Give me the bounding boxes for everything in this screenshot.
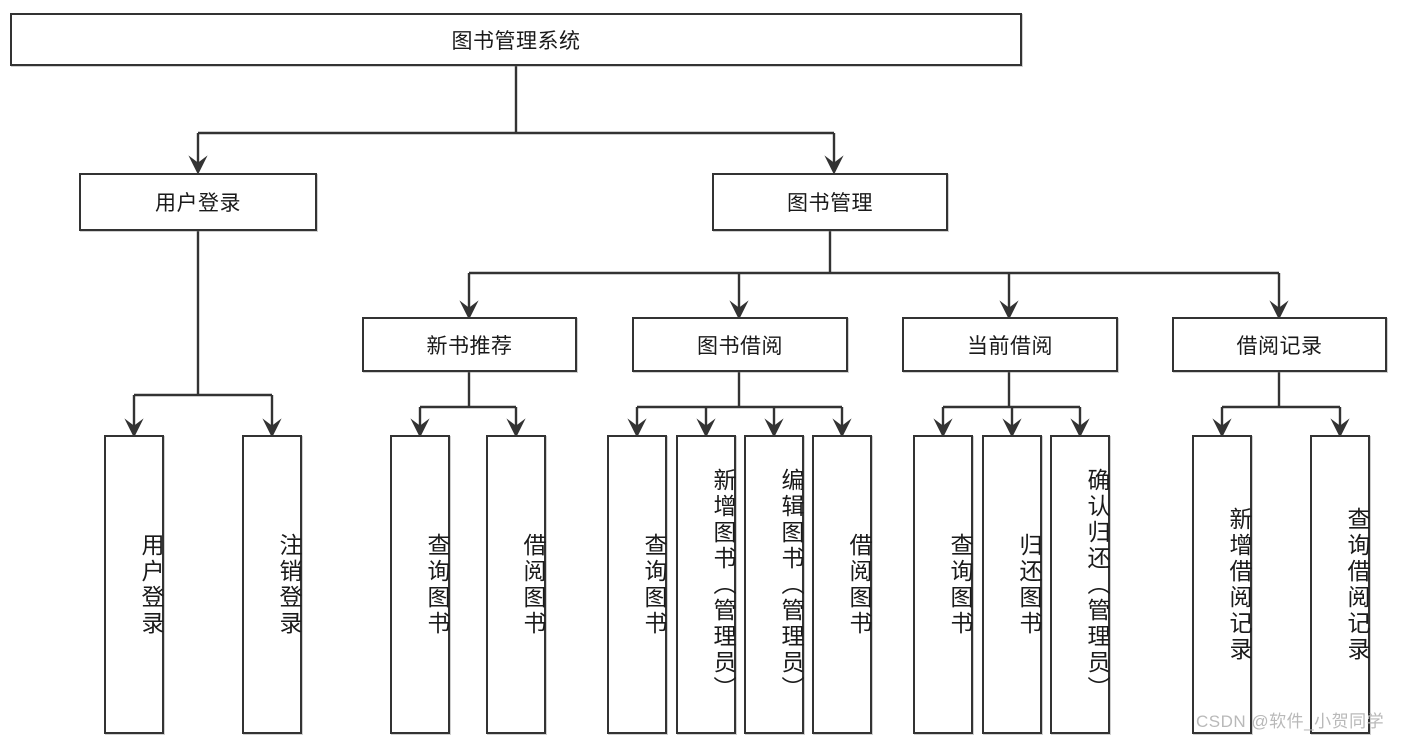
node-leaf-confirm-return-label: 确认归还（管理员） bbox=[1084, 467, 1110, 702]
node-leaf-user-login[interactable]: 用户登录 bbox=[104, 435, 164, 734]
node-leaf-query-book-recommend[interactable]: 查询图书 bbox=[390, 435, 450, 734]
node-new-book-recommend-label: 新书推荐 bbox=[426, 334, 513, 358]
node-leaf-borrow-book-recommend-label: 借阅图书 bbox=[520, 532, 546, 637]
node-book-management-label: 图书管理 bbox=[787, 192, 873, 215]
node-leaf-edit-book[interactable]: 编辑图书（管理员） bbox=[744, 435, 804, 734]
node-leaf-borrow-book-recommend[interactable]: 借阅图书 bbox=[486, 435, 546, 734]
node-leaf-query-borrow-record-label: 查询借阅记录 bbox=[1344, 506, 1370, 663]
edge-book-management-to-level3 bbox=[459, 231, 1289, 320]
node-leaf-borrow-book-label: 借阅图书 bbox=[846, 532, 872, 637]
node-leaf-add-book[interactable]: 新增图书（管理员） bbox=[676, 435, 736, 734]
node-book-borrow[interactable]: 图书借阅 bbox=[632, 317, 848, 372]
node-borrow-records-label: 借阅记录 bbox=[1236, 334, 1323, 358]
edge-book-borrow-to-leaves bbox=[627, 372, 852, 438]
node-leaf-user-logout[interactable]: 注销登录 bbox=[242, 435, 302, 734]
node-new-book-recommend[interactable]: 新书推荐 bbox=[362, 317, 577, 372]
node-book-management[interactable]: 图书管理 bbox=[712, 173, 948, 231]
node-leaf-add-borrow-record-label: 新增借阅记录 bbox=[1226, 506, 1252, 663]
node-leaf-user-logout-label: 注销登录 bbox=[276, 532, 302, 637]
node-borrow-records[interactable]: 借阅记录 bbox=[1172, 317, 1387, 372]
node-leaf-return-book[interactable]: 归还图书 bbox=[982, 435, 1042, 734]
node-leaf-query-book-borrow-label: 查询图书 bbox=[641, 532, 667, 637]
node-leaf-edit-book-label: 编辑图书（管理员） bbox=[778, 467, 804, 702]
node-user-login-label: 用户登录 bbox=[155, 192, 241, 215]
node-root[interactable]: 图书管理系统 bbox=[10, 13, 1022, 66]
node-leaf-borrow-book[interactable]: 借阅图书 bbox=[812, 435, 872, 734]
csdn-watermark: CSDN @软件_小贺同学 bbox=[1196, 712, 1385, 731]
node-leaf-return-book-label: 归还图书 bbox=[1016, 532, 1042, 637]
edge-current-borrow-to-leaves bbox=[933, 372, 1090, 438]
node-leaf-query-borrow-record[interactable]: 查询借阅记录 bbox=[1310, 435, 1370, 734]
node-current-borrow[interactable]: 当前借阅 bbox=[902, 317, 1118, 372]
node-leaf-query-book-borrow[interactable]: 查询图书 bbox=[607, 435, 667, 734]
node-root-label: 图书管理系统 bbox=[451, 29, 581, 53]
node-leaf-query-book-current-label: 查询图书 bbox=[947, 532, 973, 637]
node-leaf-add-book-label: 新增图书（管理员） bbox=[710, 467, 736, 702]
node-leaf-confirm-return[interactable]: 确认归还（管理员） bbox=[1050, 435, 1110, 734]
node-book-borrow-label: 图书借阅 bbox=[697, 334, 783, 358]
edge-new-book-recommend-to-leaves bbox=[410, 372, 526, 438]
node-current-borrow-label: 当前借阅 bbox=[967, 334, 1053, 358]
node-leaf-query-book-recommend-label: 查询图书 bbox=[424, 532, 450, 637]
node-leaf-user-login-label: 用户登录 bbox=[138, 532, 164, 637]
node-user-login[interactable]: 用户登录 bbox=[79, 173, 317, 231]
edge-root-to-level2 bbox=[188, 66, 844, 175]
node-leaf-add-borrow-record[interactable]: 新增借阅记录 bbox=[1192, 435, 1252, 734]
node-leaf-query-book-current[interactable]: 查询图书 bbox=[913, 435, 973, 734]
edge-borrow-records-to-leaves bbox=[1212, 372, 1350, 438]
edge-user-login-to-leaves bbox=[124, 231, 282, 438]
